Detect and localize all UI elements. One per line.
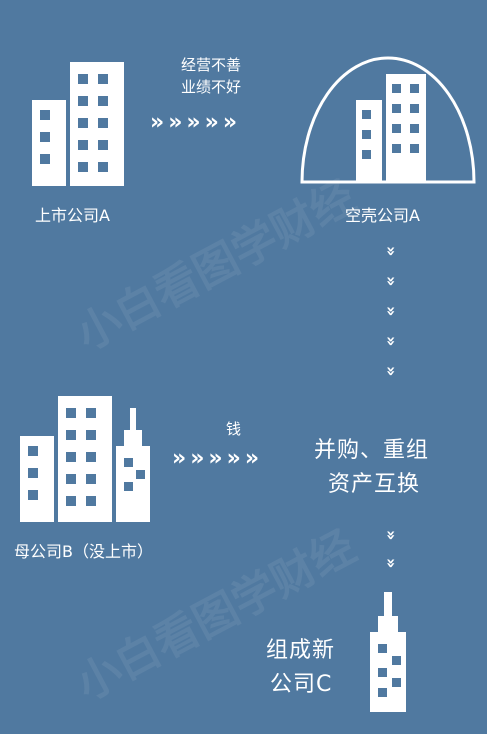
- parent-company-b-building-icon: [20, 396, 150, 522]
- new-company-text-line1: 组成新: [266, 638, 336, 663]
- merger-text: 并购、重组 资产互换: [314, 434, 429, 502]
- top-arrow-text: 经营不善 业绩不好: [170, 54, 252, 98]
- new-company-c-tower-icon: [370, 592, 406, 712]
- top-arrow-text-line1: 经营不善: [180, 56, 241, 74]
- listed-company-a-label: 上市公司A: [35, 206, 110, 225]
- merger-text-line1: 并购、重组: [314, 438, 430, 463]
- vertical-chevrons-upper-icon: » » » » »: [382, 246, 401, 377]
- money-label: 钱: [226, 420, 242, 438]
- shell-company-dome-icon: [300, 56, 476, 184]
- new-company-text-line2: 公司C: [270, 672, 333, 697]
- listed-company-a-building-icon: [32, 62, 124, 186]
- new-company-text: 组成新 公司C: [266, 634, 335, 702]
- money-chevron-arrow-icon: »»»»»: [172, 446, 264, 471]
- top-arrow-text-line2: 业绩不好: [180, 78, 241, 96]
- vertical-chevrons-lower-icon: » »: [382, 530, 401, 569]
- merger-text-line2: 资产互换: [328, 472, 421, 497]
- parent-company-b-label: 母公司B（没上市）: [14, 542, 153, 561]
- top-chevron-arrow-icon: »»»»»: [150, 110, 242, 135]
- watermark-upper: 小白看图学财经: [68, 171, 365, 361]
- shell-company-a-label: 空壳公司A: [345, 206, 420, 225]
